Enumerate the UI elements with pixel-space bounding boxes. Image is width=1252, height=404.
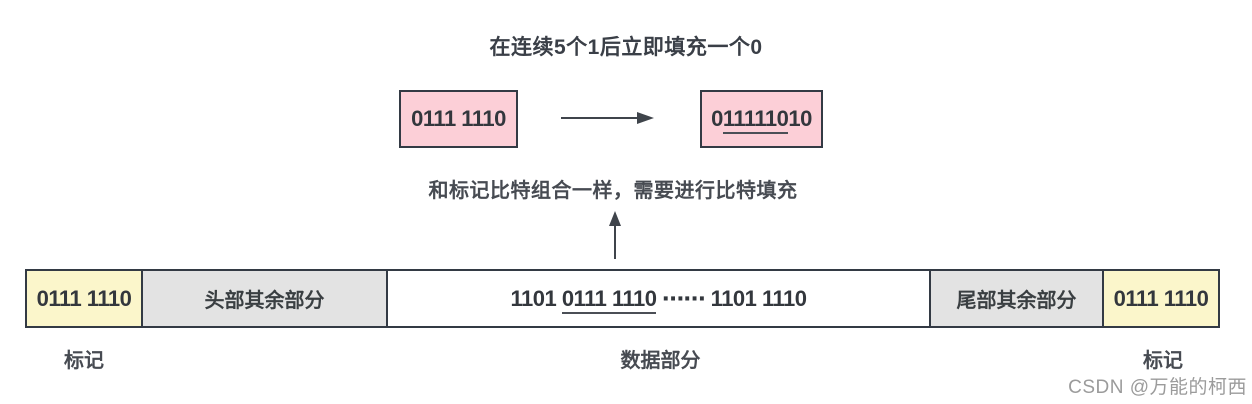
bits-before-box: 0111 1110 bbox=[399, 90, 518, 148]
frame-header-rest: 头部其余部分 bbox=[141, 269, 388, 328]
frame-structure: 0111 1110 头部其余部分 1101 0111 1110 ⋯⋯ 1101 … bbox=[25, 269, 1220, 328]
frame-flag-right-value: 0111 1110 bbox=[1113, 285, 1209, 311]
bits-after-value: 011111010 bbox=[711, 106, 812, 134]
frame-data-section: 1101 0111 1110 ⋯⋯ 1101 1110 bbox=[386, 269, 931, 328]
bits-after-stuffed-underlined: 111110 bbox=[722, 106, 789, 134]
arrow-right-icon bbox=[561, 112, 654, 124]
label-data-section: 数据部分 bbox=[620, 350, 701, 372]
label-flag-left: 标记 bbox=[64, 350, 104, 372]
bits-after-suffix: 10 bbox=[788, 106, 812, 131]
bits-before-value: 0111 1110 bbox=[411, 106, 506, 131]
frame-trailer-rest: 尾部其余部分 bbox=[929, 269, 1104, 328]
watermark: CSDN @万能的柯西 bbox=[1068, 377, 1247, 398]
note-text: 和标记比特组合一样，需要进行比特填充 bbox=[428, 180, 798, 202]
frame-flag-left-value: 0111 1110 bbox=[36, 285, 132, 311]
frame-header-rest-label: 头部其余部分 bbox=[204, 290, 325, 312]
bits-after-prefix: 0 bbox=[711, 106, 723, 131]
frame-data-suffix: ⋯⋯ 1101 1110 bbox=[656, 285, 807, 311]
bits-after-box: 011111010 bbox=[700, 90, 823, 148]
label-flag-right: 标记 bbox=[1143, 350, 1183, 372]
frame-flag-right: 0111 1110 bbox=[1102, 269, 1220, 328]
frame-data-prefix: 1101 bbox=[510, 285, 562, 311]
diagram-title: 在连续5个1后立即填充一个0 bbox=[489, 36, 763, 59]
arrow-up-icon bbox=[609, 211, 621, 259]
frame-data-value: 1101 0111 1110 ⋯⋯ 1101 1110 bbox=[510, 285, 807, 314]
frame-data-flaglike-underlined: 0111 1110 bbox=[561, 285, 657, 314]
frame-flag-left: 0111 1110 bbox=[25, 269, 143, 328]
frame-trailer-rest-label: 尾部其余部分 bbox=[956, 290, 1077, 312]
